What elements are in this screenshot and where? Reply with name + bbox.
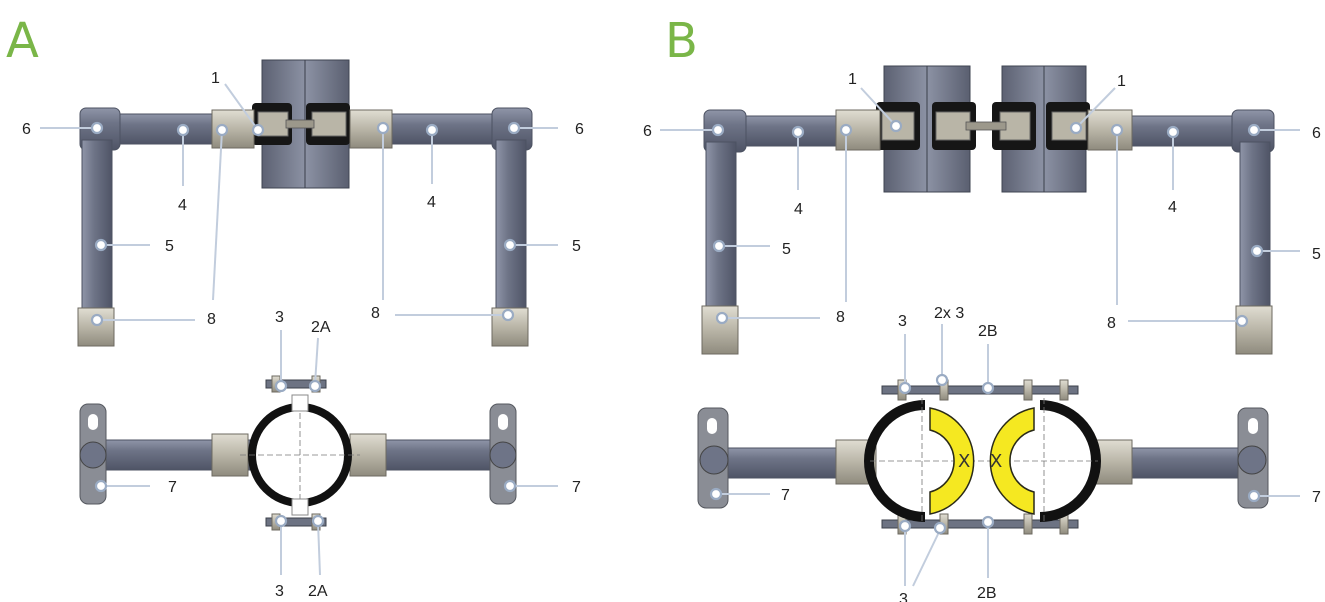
a-label-4-left: 4 [178, 197, 187, 214]
b-plan-pipe-right [1109, 447, 1261, 479]
b-pipe-5-right [1239, 141, 1271, 313]
a-label-6-right: 6 [575, 121, 584, 138]
a-label-7-left: 7 [168, 479, 177, 496]
a-pipe-5-left [81, 139, 113, 313]
panel-b: B [643, 13, 1321, 602]
a-label-5-right: 5 [572, 238, 581, 255]
a-plan-nut-right [349, 433, 387, 477]
a-label-5-left: 5 [165, 238, 174, 255]
b-bolt-2b-bottom [881, 519, 1079, 529]
a-bolt-2a-top [265, 379, 327, 389]
b-label-2b-top: 2B [978, 323, 998, 340]
b-label-3-bottom: 3 [899, 591, 908, 602]
b-insert-x-left [929, 407, 975, 515]
a-label-6-left: 6 [22, 121, 31, 138]
b-label-8-left-top: 8 [836, 309, 845, 326]
a-label-7-right: 7 [572, 479, 581, 496]
b-pipe-5-left [705, 141, 737, 313]
b-label-2b-bottom: 2B [977, 585, 997, 602]
b-label-4-right: 4 [1168, 199, 1177, 216]
b-insert-label-right: X [990, 451, 1002, 472]
panel-a: A [6, 13, 584, 600]
a-label-8-right-top: 8 [371, 305, 380, 322]
a-nut-bottom-left [77, 307, 115, 347]
a-label-2a-top: 2A [311, 319, 331, 336]
panel-b-letter: B [665, 13, 698, 69]
a-label-8-left-top: 8 [207, 311, 216, 328]
b-label-5-left: 5 [782, 241, 791, 258]
b-label-3-top: 3 [898, 313, 907, 330]
b-bolt-2b-top [881, 385, 1079, 395]
a-label-1: 1 [211, 70, 220, 87]
b-label-4-left: 4 [794, 201, 803, 218]
panel-a-letter: A [6, 13, 39, 69]
b-label-6-left: 6 [643, 123, 652, 140]
b-fitting-8-right [1087, 109, 1133, 151]
b-label-7-left: 7 [781, 487, 790, 504]
b-label-8-right-top: 8 [1107, 315, 1116, 332]
b-plan-pipe-left [709, 447, 861, 479]
a-label-3-bottom: 3 [275, 583, 284, 600]
a-label-4-right: 4 [427, 194, 436, 211]
b-label-1-right: 1 [1117, 73, 1126, 90]
a-label-3-top: 3 [275, 309, 284, 326]
b-label-6-right: 6 [1312, 125, 1321, 142]
b-insert-x-right [989, 407, 1035, 515]
b-label-7-right: 7 [1312, 489, 1321, 506]
b-label-5-right: 5 [1312, 246, 1321, 263]
b-clamp-ring-left [864, 400, 926, 522]
b-insert-label-left: X [958, 451, 970, 472]
a-bolt-2a-bottom [265, 517, 327, 527]
a-label-2a-bottom: 2A [308, 583, 328, 600]
b-pipe-4-right [1125, 115, 1253, 147]
a-pipe-5-right [495, 139, 527, 313]
b-label-1-left: 1 [848, 71, 857, 88]
b-nut-bottom-right [1235, 305, 1273, 355]
b-label-2x3-top: 2x 3 [934, 305, 964, 322]
